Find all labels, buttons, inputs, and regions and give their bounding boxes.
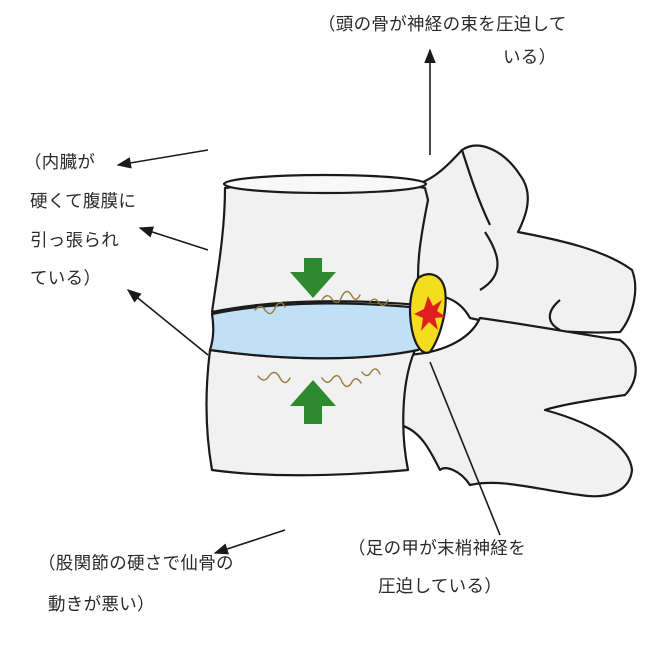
vertebra-posterior-processes — [398, 144, 637, 498]
annotation-line: （股関節の硬さで仙骨の — [38, 554, 234, 574]
annotation-line: （内臓が — [24, 153, 96, 173]
upper-vertebral-body — [210, 173, 430, 314]
annotation-line: 引っ張られ — [30, 231, 119, 251]
compression-arrow-down-icon — [290, 258, 336, 298]
arrow-left-icon — [213, 529, 286, 555]
annotation-line: 硬くて腹膜に — [30, 192, 137, 212]
pain-burst-icon — [414, 296, 446, 331]
annotation-line: いる） — [503, 48, 557, 68]
annotation-line: 圧迫している） — [378, 577, 503, 597]
annotation-line: ている） — [30, 269, 102, 289]
arrow-left-icon — [126, 289, 209, 356]
compression-arrow-up-icon — [290, 380, 336, 424]
annotation-line: （足の甲が末梢神経を — [348, 539, 526, 559]
annotation-arrows — [116, 48, 501, 555]
intervertebral-disc — [208, 302, 429, 360]
annotation-line: 動きが悪い） — [48, 595, 155, 615]
arrow-left-icon — [138, 226, 209, 251]
annotation-line: （頭の骨が神経の束を圧迫して — [318, 15, 567, 35]
arrow-left-icon — [116, 149, 209, 169]
nerve-pointer-line — [429, 361, 501, 536]
compressed-nerve-root — [408, 273, 447, 354]
strain-marks — [254, 290, 389, 388]
